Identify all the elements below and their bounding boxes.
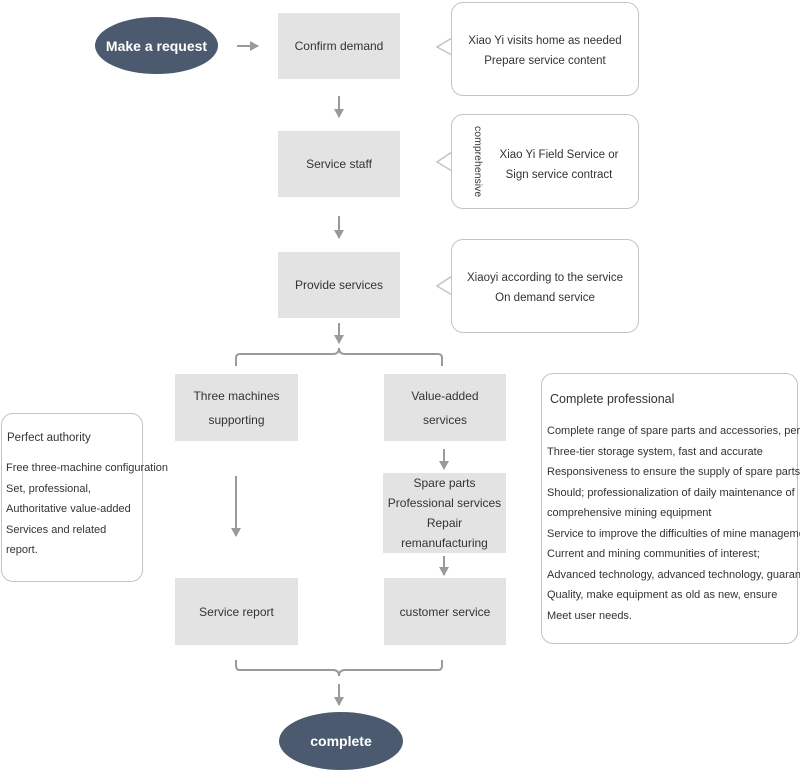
box-service-report: Service report (175, 578, 298, 645)
panel-line: Should; professionalization of daily mai… (547, 486, 795, 499)
split-brace (235, 347, 443, 366)
callout-tail-provide (435, 275, 453, 296)
box-line: customer service (399, 604, 491, 619)
end-label: complete (310, 733, 372, 749)
box-line: supporting (208, 412, 265, 427)
step-label: Confirm demand (294, 39, 384, 53)
panel-title: Complete professional (550, 392, 675, 406)
panel-line: Meet user needs. (547, 609, 632, 622)
step-provide-services: Provide services (278, 252, 400, 318)
panel-line: Authoritative value-added (6, 503, 131, 515)
box-line: Value-added (411, 388, 479, 403)
box-line: Repair remanufacturing (401, 516, 488, 550)
callout-line: Xiaoyi according to the service (467, 272, 623, 284)
callout-provide: Xiaoyi according to the service On deman… (451, 239, 639, 333)
callout-line: Sign service contract (505, 169, 613, 181)
step-label: Service staff (306, 157, 372, 171)
panel-line: Service to improve the difficulties of m… (547, 527, 800, 540)
step-service-staff: Service staff (278, 131, 400, 197)
box-spare-parts: Spare parts Professional services Repair… (383, 473, 506, 553)
end-node: complete (279, 712, 403, 770)
panel-line: comprehensive mining equipment (547, 507, 712, 519)
panel-line: Responsiveness to ensure the supply of s… (547, 466, 800, 478)
panel-line: Free three-machine configuration (6, 462, 169, 474)
box-customer-service: customer service (384, 578, 506, 645)
box-three-machines: Three machines supporting (175, 374, 298, 441)
panel-perfect-authority: Perfect authority Free three-machine con… (1, 413, 168, 582)
panel-line: Three-tier storage system, fast and accu… (547, 445, 763, 458)
start-node: Make a request (95, 17, 218, 74)
panel-line: report. (6, 544, 38, 556)
box-value-added: Value-added services (384, 374, 506, 441)
box-line: services (422, 412, 467, 427)
callout-line: Xiao Yi Field Service or (499, 149, 619, 161)
callout-line: On demand service (495, 292, 595, 304)
callout-vertical-text: comprehensive (472, 126, 484, 198)
callout-line: Prepare service content (484, 55, 606, 67)
panel-line: Set, professional, (6, 482, 91, 495)
callout-tail-confirm (435, 37, 453, 56)
box-line: Three machines (193, 388, 280, 403)
step-confirm-demand: Confirm demand (278, 13, 400, 79)
callout-line: Xiao Yi visits home as needed (468, 35, 622, 47)
panel-line: Complete range of spare parts and access… (547, 425, 800, 437)
start-label: Make a request (105, 37, 208, 54)
box-line: Service report (199, 604, 274, 619)
box-line: Professional services (387, 496, 502, 510)
panel-line: Quality, make equipment as old as new, e… (547, 589, 778, 601)
panel-line: Services and related (6, 523, 107, 536)
panel-title: Perfect authority (7, 432, 91, 444)
panel-line: Advanced technology, advanced technology… (547, 568, 800, 581)
step-label: Provide services (294, 278, 384, 292)
callout-staff: comprehensive Xiao Yi Field Service or S… (451, 114, 639, 209)
merge-brace (235, 660, 443, 677)
panel-line: Current and mining communities of intere… (547, 548, 760, 560)
panel-complete-professional: Complete professional Complete range of … (541, 373, 800, 644)
callout-tail-staff (435, 151, 453, 172)
callout-confirm: Xiao Yi visits home as needed Prepare se… (451, 2, 639, 96)
box-line: Spare parts (413, 476, 476, 490)
